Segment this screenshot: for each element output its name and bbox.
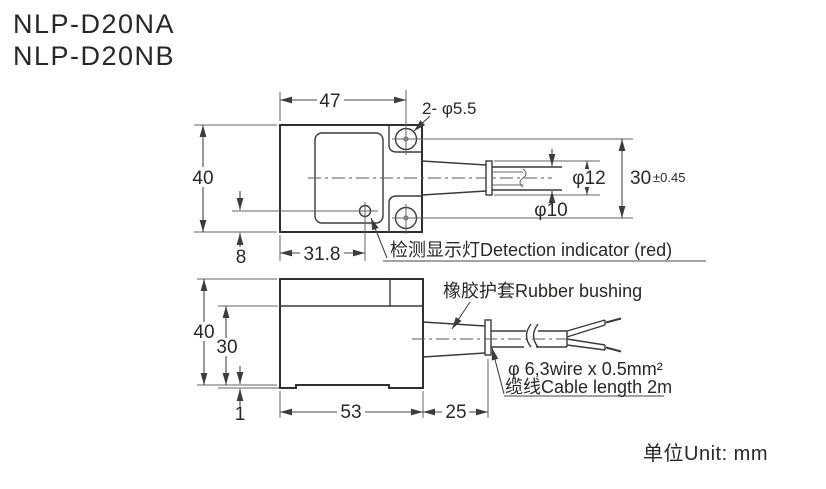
dim-hole-pitch-30: 30 [630,168,651,189]
dim-width-47: 47 [319,91,340,112]
rubber-bushing [422,319,492,358]
sensor-side-outline [279,278,424,389]
dim-cable-dia-phi10: φ10 [534,200,567,221]
detection-indicator-label: 检测显示灯Detection indicator (red) [390,240,672,260]
dim-height-40-side: 40 [193,322,214,343]
detection-indicator-led [232,202,378,261]
dim-holes-2-phi5-5: 2- φ5.5 [422,99,477,118]
dim-bushing-length-25: 25 [445,402,466,423]
side-view: 40 30 1 53 25 橡胶护套Rubber bushing φ 6,3wi… [193,278,672,425]
dim-body-length-53: 53 [340,402,361,423]
top-view: 47 40 8 31.8 2- φ5.5 φ12 φ10 30 ±0.45 检测… [192,90,706,268]
mount-pad-top-cut [388,125,422,153]
dim-indicator-x-31-8: 31.8 [304,244,341,265]
mounting-hole-bottom [392,204,633,234]
dim-inner-height-30: 30 [216,337,237,358]
mounting-hole-top [392,90,633,155]
cable-bushing-top-view [421,160,562,196]
rubber-bushing-label: 橡胶护套Rubber bushing [443,281,642,301]
model-number-a: NLP-D20NA [13,9,175,39]
dim-height-40-top: 40 [192,168,213,189]
mount-pad-bottom-cut [388,195,422,232]
model-number-b: NLP-D20NB [13,41,175,71]
dim-step-1: 1 [235,404,246,425]
cable-spec-label: φ 6,3wire x 0.5mm² [508,359,663,379]
dim-indicator-offset-8: 8 [236,247,247,268]
dim-hole-pitch-tolerance: ±0.45 [653,170,685,185]
unit-note: 单位Unit: mm [643,442,768,465]
lead-wires [566,317,622,353]
cable [412,323,568,348]
dim-bushing-dia-phi12: φ12 [572,168,605,189]
sensor-body-outline [279,124,423,233]
cable-length-label: 缆线Cable length 2m [505,377,672,397]
